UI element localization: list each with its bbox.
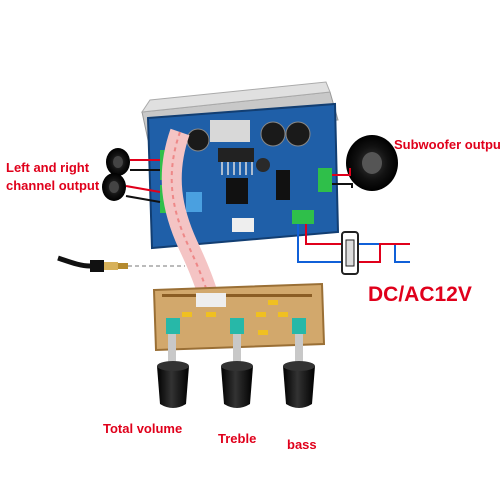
label-total-volume: Total volume: [103, 421, 183, 436]
capacitor-left: [186, 128, 210, 152]
label-treble: Treble: [218, 431, 257, 446]
dc-power-plug: [341, 231, 359, 275]
right-speaker: [102, 173, 126, 201]
subwoofer-wires: [332, 168, 353, 188]
input-connector: [232, 218, 254, 232]
heatsink-screw-block: [210, 120, 250, 142]
blue-pot: [186, 192, 202, 212]
capacitor-small: [256, 158, 270, 172]
ribbon-header: [196, 293, 226, 307]
amplifier-board: [146, 102, 340, 250]
pot-bass-body: [292, 318, 306, 334]
subwoofer-speaker: [346, 135, 398, 191]
left-speaker: [106, 148, 130, 176]
capacitor-mid: [260, 121, 286, 147]
label-bass: bass: [287, 437, 317, 452]
left-channel-wires: [125, 159, 161, 203]
label-left-right-line1: Left and right: [6, 160, 90, 175]
ribbon-cable: [161, 128, 220, 304]
total-volume-knob: [157, 334, 189, 408]
pot-volume-body: [166, 318, 180, 334]
audio-input-jack: [57, 255, 185, 272]
label-power-input: DC/AC12V: [368, 283, 472, 306]
op-amp-chip: [226, 178, 248, 204]
pot-treble-body: [230, 318, 244, 334]
bass-knob: [283, 334, 315, 408]
capacitor-right: [285, 121, 311, 147]
power-terminal: [292, 210, 314, 224]
subwoofer-terminal: [318, 168, 332, 192]
power-ic: [218, 148, 254, 162]
label-left-right-line2: channel output: [6, 178, 100, 193]
driver-chip: [276, 170, 290, 200]
label-subwoofer-output: Subwoofer output: [394, 137, 500, 152]
tone-control-board: [152, 282, 326, 352]
power-wires: [297, 224, 410, 263]
treble-knob: [221, 334, 253, 408]
